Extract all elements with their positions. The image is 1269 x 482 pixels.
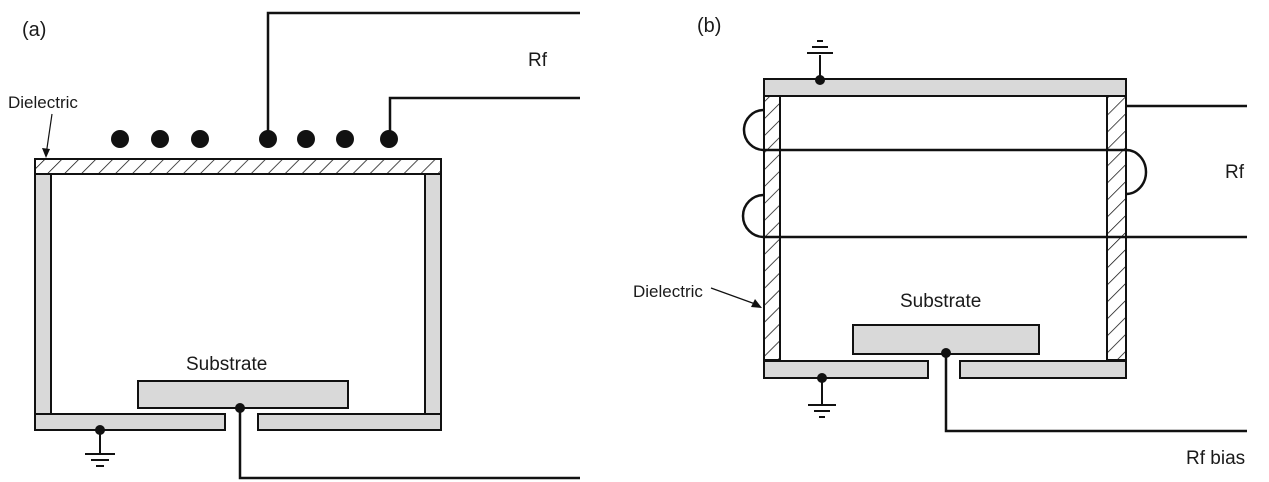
rf-label-b: Rf — [1225, 162, 1245, 183]
rf-label-a: Rf — [528, 50, 548, 71]
chamber-floor-right-b — [959, 360, 1127, 379]
dielectric-window-a — [34, 158, 442, 175]
substrate-wire-a — [238, 408, 580, 480]
coil-dot — [259, 130, 277, 148]
coil-dot — [336, 130, 354, 148]
coil-cross-sections — [111, 130, 398, 148]
coil-loop-left-upper — [742, 108, 765, 152]
arrowhead — [751, 299, 762, 308]
panel-a: (a) Rf Dielectric Substrate — [8, 11, 580, 480]
dielectric-wall-right-b — [1106, 95, 1127, 361]
dielectric-label-a: Dielectric — [8, 93, 78, 112]
dielectric-arrow-a — [45, 113, 53, 156]
chamber-wall-right-a — [424, 173, 442, 415]
rf-wire-top — [266, 11, 580, 132]
chamber-wall-left-a — [34, 173, 52, 415]
coil-loop-left-lower — [741, 193, 765, 239]
coil-loop-right — [1125, 148, 1148, 196]
panel-b-label: (b) — [697, 15, 721, 37]
coil-dot — [380, 130, 398, 148]
arrowhead — [42, 148, 50, 158]
ground-icon — [807, 40, 833, 80]
chamber-floor-left-b — [763, 360, 929, 379]
ground-icon — [85, 430, 115, 467]
rf-coil — [741, 104, 1247, 239]
substrate-label-a: Substrate — [186, 354, 267, 375]
substrate-label-b: Substrate — [900, 291, 981, 312]
chamber-lid-b — [763, 78, 1127, 97]
panel-a-label: (a) — [22, 19, 46, 41]
substrate-a — [137, 380, 349, 409]
chamber-floor-right-a — [257, 413, 442, 431]
dielectric-wall-left-b — [763, 95, 781, 361]
chamber-floor-left-a — [34, 413, 226, 431]
coil-dot — [191, 130, 209, 148]
ground-icon — [808, 378, 836, 418]
coil-dot — [297, 130, 315, 148]
rf-bias-wire — [944, 353, 1247, 433]
coil-dot — [111, 130, 129, 148]
rf-bias-label: Rf bias — [1186, 448, 1245, 469]
dielectric-arrow-b — [710, 287, 759, 306]
dielectric-label-b: Dielectric — [633, 282, 703, 301]
rf-wire-bottom — [388, 96, 580, 132]
coil-dot — [151, 130, 169, 148]
panel-b: (b) Rf Dielectric Subs — [633, 15, 1247, 469]
